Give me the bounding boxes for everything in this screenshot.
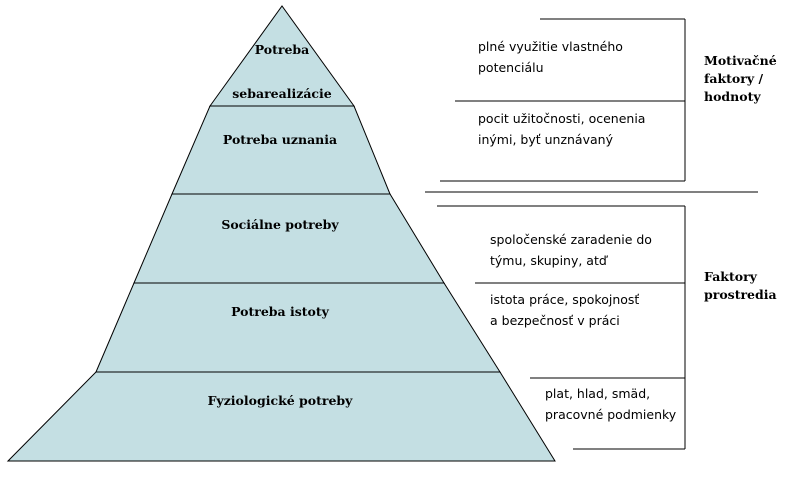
level-label-physiological: Fyziologické potreby — [207, 393, 353, 408]
environment-bracket — [437, 205, 686, 450]
group-label-motivators: Motivačné faktory / hodnoty — [704, 52, 777, 106]
group-label-environment: Faktory prostredia — [704, 268, 777, 304]
description-safety-line2: a bezpečnosť v práci — [490, 313, 620, 328]
description-physiological-line1: plat, hlad, smäd, — [545, 386, 651, 401]
group-label-motivators-line1: Motivačné — [704, 53, 777, 68]
level-label-esteem: Potreba uznania — [222, 132, 338, 147]
description-physiological: plat, hlad, smäd, pracovné podmienky — [545, 383, 676, 425]
description-self-actualization-line2: potenciálu — [478, 60, 544, 75]
description-esteem: pocit užitočnosti, ocenenia inými, byť u… — [478, 108, 645, 150]
group-label-motivators-line3: hodnoty — [704, 89, 761, 104]
level-label-self-actualization-line1: Potreba — [254, 42, 310, 57]
pyramid-level-esteem — [171, 105, 391, 195]
description-social: spoločenské zaradenie do týmu, skupiny, … — [490, 229, 652, 271]
pyramid-level-safety — [95, 282, 501, 373]
description-self-actualization: plné využitie vlastného potenciálu — [478, 36, 623, 78]
level-label-self-actualization-line2: sebarealizácie — [232, 86, 332, 101]
description-esteem-line1: pocit užitočnosti, ocenenia — [478, 111, 646, 126]
description-physiological-line2: pracovné podmienky — [545, 407, 677, 422]
description-social-line1: spoločenské zaradenie do — [490, 232, 652, 247]
description-social-line2: týmu, skupiny, atď — [490, 253, 607, 268]
description-safety: istota práce, spokojnosť a bezpečnosť v … — [490, 289, 639, 331]
group-label-environment-line1: Faktory — [704, 269, 757, 284]
level-label-safety: Potreba istoty — [231, 304, 329, 319]
motivators-bracket — [440, 18, 686, 182]
level-label-social: Sociálne potreby — [221, 217, 339, 232]
description-safety-line1: istota práce, spokojnosť — [490, 292, 640, 307]
group-label-environment-line2: prostredia — [704, 287, 777, 302]
pyramid-level-social — [133, 193, 445, 284]
description-self-actualization-line1: plné využitie vlastného — [478, 39, 623, 54]
pyramid-level-physiological — [6, 371, 556, 462]
description-esteem-line2: inými, byť unznávaný — [478, 132, 613, 147]
group-label-motivators-line2: faktory / — [704, 71, 764, 86]
